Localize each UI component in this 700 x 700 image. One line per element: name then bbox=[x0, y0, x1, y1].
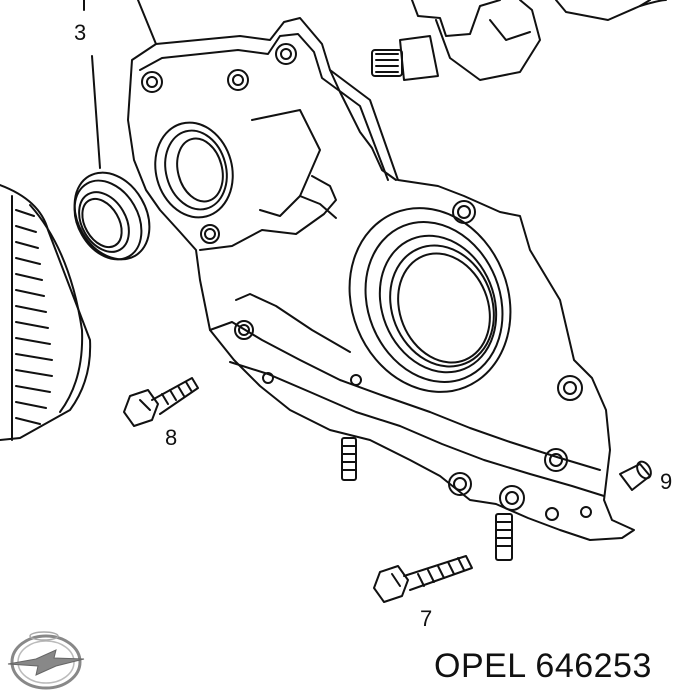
dowel-studs bbox=[341, 437, 513, 561]
part-number: 646253 bbox=[535, 647, 652, 685]
brand-name: OPEL bbox=[434, 647, 526, 685]
part-caption: OPEL 646253 bbox=[434, 647, 652, 686]
bolt-bosses bbox=[141, 43, 592, 521]
relief-valve-assembly bbox=[371, 0, 667, 81]
upper-bore bbox=[154, 121, 234, 244]
bolt-8 bbox=[123, 377, 199, 427]
crank-seal-bore bbox=[348, 207, 512, 393]
seal-ring bbox=[73, 171, 151, 261]
callout-8: 8 bbox=[165, 425, 178, 450]
crankshaft-gear bbox=[0, 184, 92, 441]
bolt-7 bbox=[373, 555, 473, 603]
dowel-9 bbox=[619, 460, 652, 491]
opel-logo-icon bbox=[7, 631, 85, 690]
callout-9: 9 bbox=[660, 469, 673, 494]
callout-7: 7 bbox=[420, 606, 433, 631]
callout-3: 3 bbox=[74, 20, 87, 45]
leader-lines bbox=[83, 0, 157, 169]
pump-housing bbox=[127, 17, 635, 541]
